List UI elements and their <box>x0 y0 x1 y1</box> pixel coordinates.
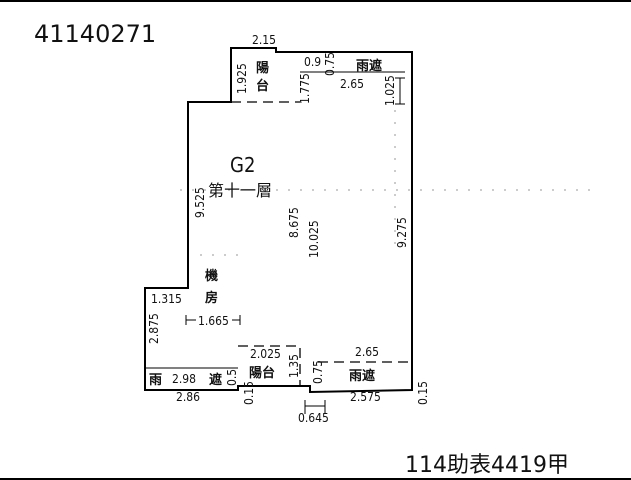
dim-2-575: 2.575 <box>350 390 381 404</box>
dim-0-9: 0.9 <box>304 55 321 69</box>
dim-2-65-bottom: 2.65 <box>355 345 379 359</box>
dim-2-875: 2.875 <box>147 313 161 344</box>
dim-0-75-bottom: 0.75 <box>311 360 325 384</box>
dim-line-1665 <box>185 315 241 325</box>
dim-2-86: 2.86 <box>176 390 200 404</box>
machine-room-label-1: 機 <box>205 268 218 284</box>
dim-0-5: 0.5 <box>225 369 239 386</box>
dim-1-025: 1.025 <box>383 75 397 106</box>
dim-1-35: 1.35 <box>287 354 301 378</box>
bottom-border <box>0 478 631 480</box>
dim-2-15: 2.15 <box>252 33 276 47</box>
dim-0-75-top: 0.75 <box>323 52 337 76</box>
dim-10-025: 10.025 <box>307 220 321 258</box>
dim-2-98: 2.98 <box>172 372 196 386</box>
floor-label: 第十一層 <box>208 181 272 200</box>
dim-9-275: 9.275 <box>395 217 409 248</box>
dim-0-645: 0.645 <box>298 411 329 425</box>
dim-line-1025 <box>395 77 405 105</box>
balcony-bottom-label: 陽台 <box>249 365 275 381</box>
dim-8-675: 8.675 <box>287 207 301 238</box>
dim-1-315: 1.315 <box>151 292 182 306</box>
dim-2-65-top: 2.65 <box>340 77 364 91</box>
top-border <box>0 0 631 2</box>
dim-9-525: 9.525 <box>193 187 207 218</box>
dim-2-025: 2.025 <box>250 347 281 361</box>
dim-1-925: 1.925 <box>235 63 249 94</box>
dim-1-665: 1.665 <box>198 314 229 328</box>
dim-line-0645 <box>304 400 326 414</box>
building-id: 41140271 <box>34 20 157 48</box>
balcony-bottom-line <box>238 345 301 386</box>
outer-wall <box>144 47 413 394</box>
unit-label: G2 <box>230 153 255 177</box>
dim-0-15-left: 0.15 <box>242 381 256 405</box>
balcony-top-label-1: 陽 <box>256 60 269 76</box>
canopy-bottom-left-label-a: 雨 <box>149 373 162 388</box>
canopy-bottom-right-label: 雨遮 <box>349 368 375 384</box>
canopy-top-label: 雨遮 <box>356 58 382 74</box>
canopy-bottom-left-label-b: 遮 <box>209 372 222 388</box>
dim-1-775: 1.775 <box>298 73 312 104</box>
grid-dots <box>180 110 590 256</box>
form-id: 114助表4419甲 <box>405 453 569 478</box>
machine-room-label-2: 房 <box>205 290 218 306</box>
dim-0-15-right: 0.15 <box>416 381 430 405</box>
balcony-top-label-2: 台 <box>256 78 269 94</box>
